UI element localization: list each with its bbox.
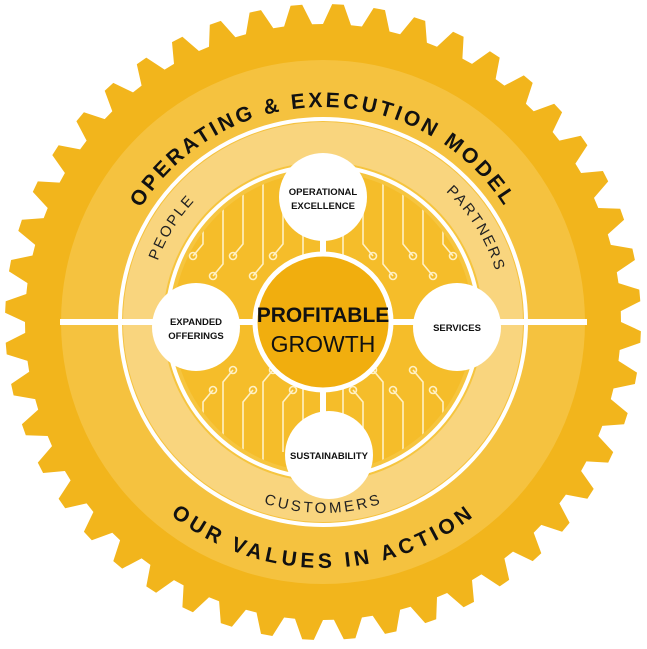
circuit-trace (282, 389, 294, 452)
node-bottom-line1: SUSTAINABILITY (290, 451, 369, 462)
node-top-circle (279, 153, 367, 241)
hub-circle (252, 251, 394, 393)
circuit-trace (372, 369, 384, 472)
circuit-trace (242, 389, 254, 462)
node-bottom-circle (285, 411, 373, 499)
circuit-pad (408, 251, 418, 261)
circuit-pad (368, 251, 378, 261)
circuit-trace (402, 182, 414, 257)
circuit-pad (248, 385, 258, 395)
circuit-pad (408, 365, 418, 375)
circuit-pad (248, 271, 258, 281)
circuit-trace (252, 172, 264, 277)
circuit-trace (382, 172, 394, 277)
circuit-trace (232, 182, 244, 257)
circuit-pad (208, 271, 218, 281)
circuit-pad (268, 251, 278, 261)
node-top-line2: EXCELLENCE (291, 201, 355, 212)
circuit-pad (188, 251, 198, 261)
circuit-trace (262, 369, 274, 472)
node-right-line1: SERVICES (433, 323, 481, 334)
circuit-pad (428, 385, 438, 395)
circuit-pad (428, 271, 438, 281)
circuit-trace (212, 192, 224, 277)
circuit-pad (388, 385, 398, 395)
circuit-pad (228, 365, 238, 375)
node-top-line1: OPERATIONAL (289, 187, 358, 198)
circuit-trace (222, 369, 234, 452)
hub-title: PROFITABLE (257, 304, 390, 327)
circuit-trace (412, 369, 424, 452)
node-right-circle (413, 283, 501, 371)
node-left-line1: EXPANDED (170, 317, 222, 328)
circuit-pad (348, 385, 358, 395)
circuit-pad (208, 385, 218, 395)
hub-subtitle: GROWTH (271, 331, 376, 357)
circuit-pad (288, 385, 298, 395)
node-left-circle (152, 283, 240, 371)
node-left-line2: OFFERINGS (168, 331, 223, 342)
circuit-trace (422, 192, 434, 277)
circuit-pad (448, 251, 458, 261)
circuit-pad (228, 251, 238, 261)
circuit-trace (392, 389, 404, 462)
circuit-pad (388, 271, 398, 281)
